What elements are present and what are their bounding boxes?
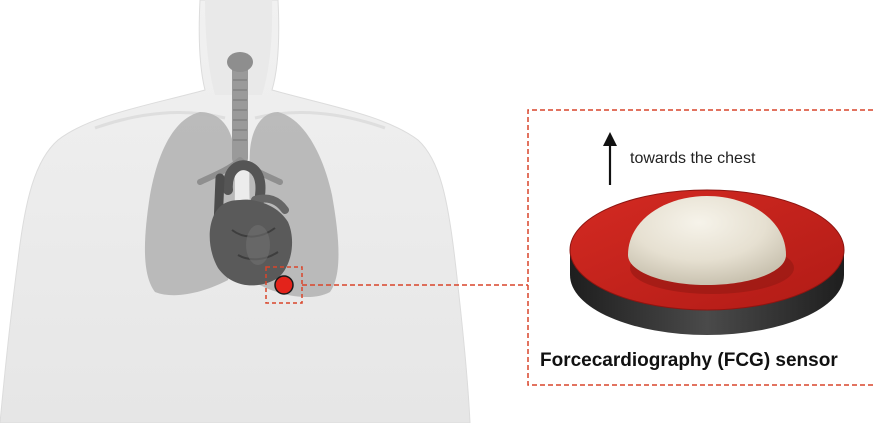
fcg-sensor-3d xyxy=(570,190,844,335)
heart-highlight xyxy=(246,225,270,265)
larynx xyxy=(227,52,253,72)
human-torso-anatomy xyxy=(0,0,470,423)
arrow-up-icon xyxy=(603,132,617,185)
direction-label: towards the chest xyxy=(630,150,756,167)
sensor-location-dot xyxy=(275,276,293,294)
sensor-caption: Forcecardiography (FCG) sensor xyxy=(540,350,838,371)
